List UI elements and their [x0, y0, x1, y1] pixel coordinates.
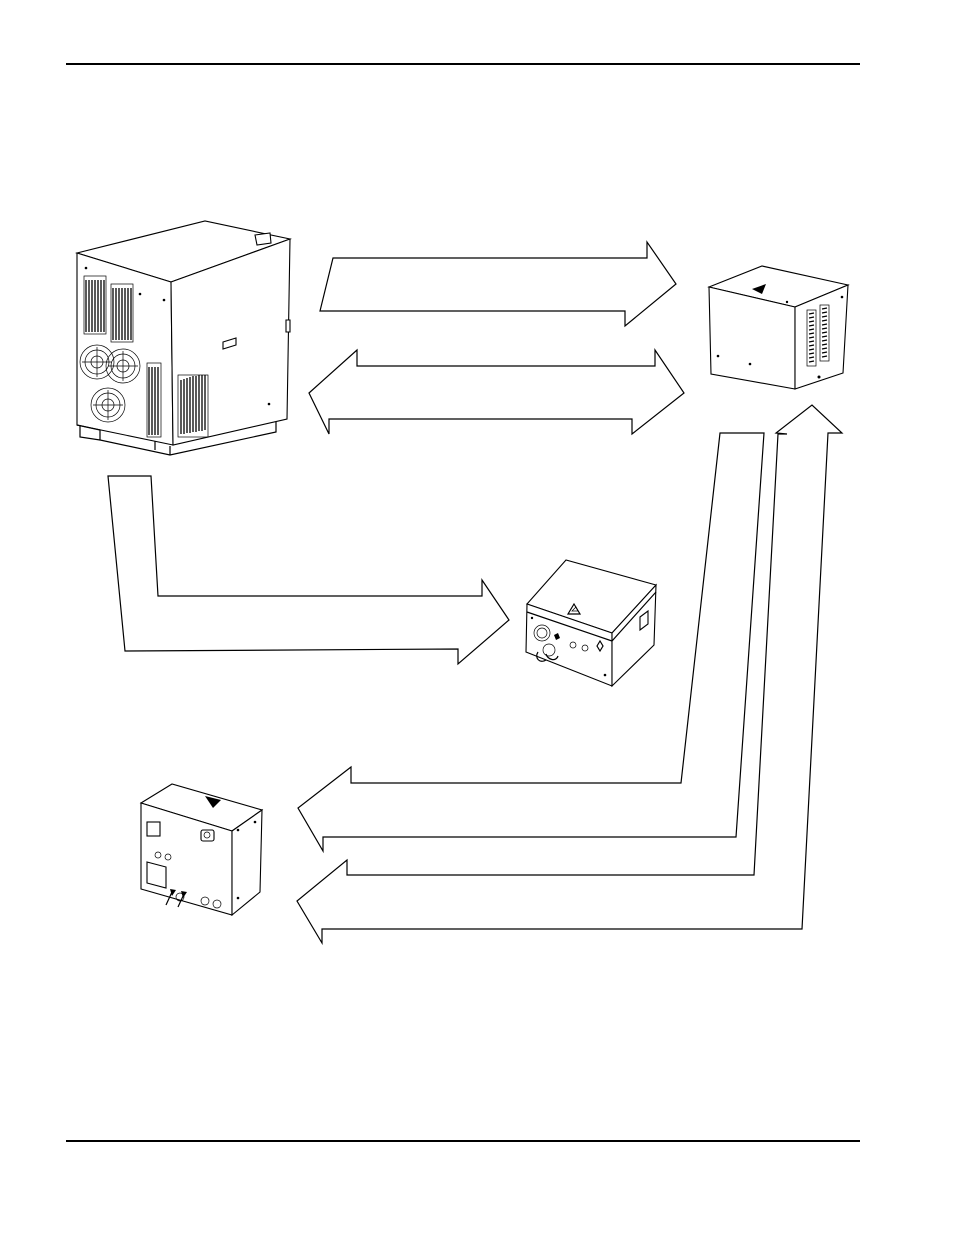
power-supply-cabinet-icon: [74, 220, 293, 456]
arrow-power-supply-ignition-bidirectional: [308, 348, 685, 436]
remote-control-box-icon: [525, 559, 658, 688]
arrow-gas-console-to-ignition: [296, 404, 844, 946]
arrow-power-supply-to-remote-box: [107, 475, 510, 666]
footer-rule: [66, 1140, 860, 1142]
gas-console-box-icon: [139, 783, 264, 917]
header-rule: [66, 63, 860, 65]
arrow-power-supply-to-ignition: [319, 240, 677, 328]
ignition-console-box-icon: [707, 265, 850, 390]
arrow-ignition-to-gas-console: [297, 432, 765, 854]
